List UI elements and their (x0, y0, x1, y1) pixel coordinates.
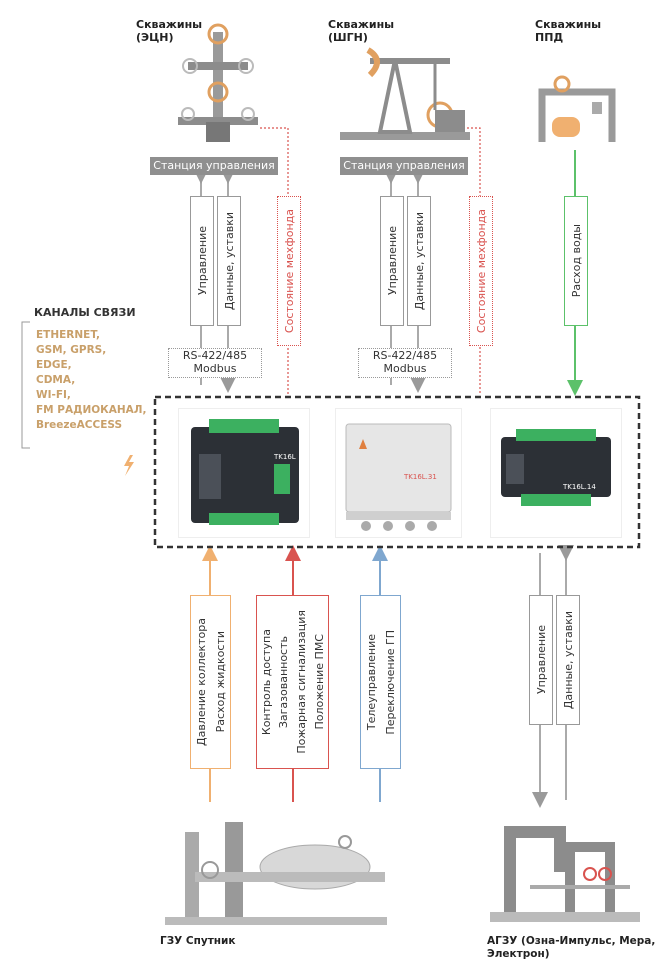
link-control-bottom: Управление (529, 595, 553, 725)
channel-item: BreezeACCESS (36, 419, 123, 431)
link-liquid-flow: Расход жидкости (210, 595, 231, 769)
ppd-wells-title: Скважины ППД (535, 18, 602, 44)
link-control-left: Управление (190, 196, 214, 326)
channel-item: WI-FI, (36, 389, 71, 401)
link-collector-pressure: Давление коллектора (190, 595, 211, 769)
channel-item: ETHERNET, (36, 329, 100, 341)
svg-text:TK16L: TK16L (273, 453, 296, 461)
gzu-unit-icon (165, 822, 387, 925)
water-injection-icon (538, 75, 616, 142)
control-station-mid: Станция управления (340, 157, 468, 175)
link-access-control: Контроль доступа (256, 595, 275, 769)
channel-item: FM РАДИОКАНАЛ, (36, 404, 147, 416)
controller-mid-image: TK16L.31 (345, 423, 452, 531)
agzu-label: АГЗУ (Озна-Импульс, Мера, Электрон) (487, 935, 656, 960)
link-data-bottom: Данные, уставки (556, 595, 580, 725)
link-gp-switch: Переключение ГП (380, 595, 401, 769)
svg-text:TK16L.31: TK16L.31 (403, 473, 437, 481)
link-control-mid: Управление (380, 196, 404, 326)
channels-list: ETHERNET, GSM, GPRS, EDGE, CDMA, WI-FI, … (36, 328, 147, 433)
channels-header: КАНАЛЫ СВЯЗИ (34, 306, 136, 319)
channel-item: EDGE, (36, 359, 72, 371)
controller-right-image: TK16L.14 (501, 429, 611, 506)
link-gas: Загазованность (274, 595, 292, 769)
link-pms-position: Положение ПМС (310, 595, 329, 769)
svg-text:TK16L.14: TK16L.14 (562, 483, 596, 491)
link-data-left: Данные, уставки (217, 196, 241, 326)
controller-left: TK16L (178, 408, 310, 538)
link-data-mid: Данные, уставки (407, 196, 431, 326)
control-station-left: Станция управления (150, 157, 278, 175)
controller-right: TK16L.14 (490, 408, 622, 538)
channel-item: GSM, GPRS, (36, 344, 107, 356)
wellhead-icon (178, 23, 258, 142)
link-fund-state-mid: Состояние мехфонда (469, 196, 493, 346)
channel-item: CDMA, (36, 374, 76, 386)
link-fire-alarm: Пожарная сигнализация (292, 595, 310, 769)
link-fund-state-left: Состояние мехфонда (277, 196, 301, 346)
agzu-unit-icon (490, 826, 640, 922)
shgn-wells-title: Скважины (ШГН) (328, 18, 395, 44)
controller-mid: TK16L.31 (335, 408, 462, 538)
ecn-wells-title: Скважины (ЭЦН) (136, 18, 203, 44)
pump-jack-icon (340, 47, 470, 140)
link-water-flow: Расход воды (564, 196, 588, 326)
controller-left-image: TK16L (191, 419, 299, 525)
gzu-label: ГЗУ Спутник (160, 935, 236, 947)
link-telecontrol: Телеуправление (360, 595, 381, 769)
lightning-icon (124, 455, 134, 476)
